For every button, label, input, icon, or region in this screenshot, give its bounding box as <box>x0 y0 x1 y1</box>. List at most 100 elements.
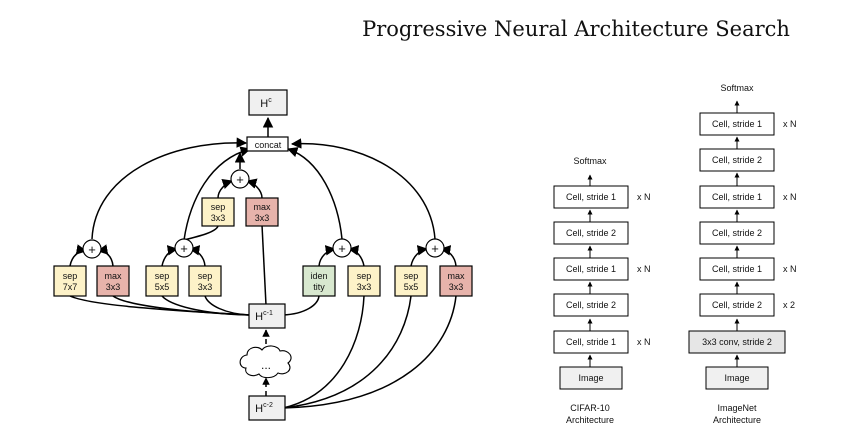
imagenet-cell-2: Cell, stride 2 <box>699 148 775 172</box>
edge-hprev-sep7 <box>69 295 251 316</box>
svg-text:concat: concat <box>255 140 282 150</box>
node-h-prev: Hc-1 <box>248 303 286 329</box>
imagenet-image-input: Image <box>705 366 769 390</box>
plus-node-2: + <box>174 238 194 258</box>
imagenet-conv-stem: 3x3 conv, stride 2 <box>688 330 786 354</box>
edge-hprev2-sep3c <box>282 295 365 409</box>
svg-text:3x3: 3x3 <box>211 213 226 223</box>
imagenet-repeat-3: x N <box>783 192 797 202</box>
imagenet-repeat-5: x N <box>783 264 797 274</box>
cifar-caption-line2: Architecture <box>566 415 614 425</box>
edge-plus2-sep3b <box>183 225 219 241</box>
edge-hprev-sep3a <box>204 295 251 316</box>
edge-hprev-iden <box>282 295 320 316</box>
svg-text:sep: sep <box>404 271 419 281</box>
imagenet-cell-1: Cell, stride 1 x N <box>699 112 797 136</box>
cifar-cell-2: Cell, stride 2 <box>553 221 629 245</box>
cifar-image-input: Image <box>559 366 623 390</box>
cifar-cell-1: Cell, stride 1 x N <box>553 185 651 209</box>
op-max-3x3-a: max 3x3 <box>96 265 130 297</box>
edge-max2-plus3 <box>245 178 263 199</box>
imagenet-cell-5: Cell, stride 1 x N <box>699 257 797 281</box>
svg-text:3x3: 3x3 <box>106 282 121 292</box>
op-sep-3x3-a: sep 3x3 <box>188 265 222 297</box>
plus-node-5: + <box>425 238 445 258</box>
cifar-cell-4: Cell, stride 2 <box>553 293 629 317</box>
figure-title: Progressive Neural Architecture Search <box>362 17 790 41</box>
svg-text:+: + <box>180 241 188 256</box>
svg-text:3x3 conv, stride 2: 3x3 conv, stride 2 <box>702 337 772 347</box>
svg-text:max: max <box>253 202 271 212</box>
op-max-3x3-b: max 3x3 <box>245 197 279 227</box>
svg-text:max: max <box>447 271 465 281</box>
cifar-repeat-3: x N <box>637 264 651 274</box>
cifar-caption-line1: CIFAR-10 <box>570 403 610 413</box>
svg-text:Cell, stride 1: Cell, stride 1 <box>566 264 616 274</box>
edge-sep3c-plus4 <box>347 245 365 267</box>
imagenet-architecture: Softmax Cell, stride 1 x N Cell, stride … <box>688 83 797 425</box>
edge-hprev-sep5a <box>161 295 251 316</box>
node-h-prev2: Hc-2 <box>248 395 286 421</box>
op-identity: iden tity <box>302 265 336 297</box>
svg-text:3x3: 3x3 <box>198 282 213 292</box>
svg-text:Cell, stride 2: Cell, stride 2 <box>712 155 762 165</box>
plus-node-3: + <box>230 169 250 189</box>
svg-text:5x5: 5x5 <box>155 282 170 292</box>
cell-diagram: Hc concat + + + + + s <box>53 89 473 421</box>
svg-text:+: + <box>431 241 439 256</box>
svg-text:Image: Image <box>724 373 749 383</box>
svg-text:Cell, stride 2: Cell, stride 2 <box>712 300 762 310</box>
op-sep-7x7: sep 7x7 <box>53 265 87 297</box>
plus-node-4: + <box>332 238 352 258</box>
node-h-output: Hc <box>248 89 288 116</box>
svg-text:sep: sep <box>155 271 170 281</box>
imagenet-caption-line1: ImageNet <box>717 403 757 413</box>
edge-plus5-concat <box>290 138 436 240</box>
svg-text:3x3: 3x3 <box>357 282 372 292</box>
op-max-3x3-c: max 3x3 <box>439 265 473 297</box>
cifar-repeat-1: x N <box>637 192 651 202</box>
edge-sep5b-plus5 <box>410 245 429 267</box>
svg-text:Hc-2: Hc-2 <box>255 402 273 415</box>
svg-text:7x7: 7x7 <box>63 282 78 292</box>
svg-text:Cell, stride 1: Cell, stride 1 <box>566 337 616 347</box>
svg-text:...: ... <box>261 358 271 372</box>
svg-text:Hc-1: Hc-1 <box>255 310 273 323</box>
svg-text:Hc: Hc <box>260 97 272 110</box>
svg-text:Cell, stride 1: Cell, stride 1 <box>712 119 762 129</box>
edge-sep5a-plus2 <box>161 245 179 267</box>
cloud-ellipsis: ... <box>239 345 292 379</box>
svg-text:iden: iden <box>310 271 327 281</box>
edge-hprev2-sep5b <box>282 295 412 409</box>
edge-hprev-max2 <box>261 224 267 306</box>
imagenet-softmax: Softmax <box>720 83 754 93</box>
cifar-architecture: Softmax Cell, stride 1 x N Cell, stride … <box>553 156 651 425</box>
cifar-repeat-5: x N <box>637 337 651 347</box>
svg-text:Cell, stride 1: Cell, stride 1 <box>712 192 762 202</box>
edge-sep3b-plus3 <box>217 179 233 199</box>
svg-text:max: max <box>104 271 122 281</box>
node-concat: concat <box>246 136 289 152</box>
cifar-cell-3: Cell, stride 1 x N <box>553 257 651 281</box>
svg-text:+: + <box>236 172 244 187</box>
edge-plus4-concat <box>287 147 343 240</box>
imagenet-caption-line2: Architecture <box>713 415 761 425</box>
op-sep-5x5-a: sep 5x5 <box>145 265 179 297</box>
op-sep-3x3-b: sep 3x3 <box>201 197 235 227</box>
plus-node-1: + <box>82 239 102 259</box>
svg-text:sep: sep <box>357 271 372 281</box>
svg-text:sep: sep <box>63 271 78 281</box>
imagenet-repeat-1: x N <box>783 119 797 129</box>
svg-text:Cell, stride 2: Cell, stride 2 <box>566 300 616 310</box>
svg-text:3x3: 3x3 <box>449 282 464 292</box>
imagenet-cell-4: Cell, stride 2 <box>699 221 775 245</box>
edge-plus1-concat <box>91 137 248 240</box>
edge-hprev2-max3 <box>282 295 457 409</box>
svg-text:Cell, stride 2: Cell, stride 2 <box>712 228 762 238</box>
edge-iden-plus4 <box>318 245 337 267</box>
svg-text:+: + <box>338 241 346 256</box>
imagenet-cell-3: Cell, stride 1 x N <box>699 185 797 209</box>
svg-text:+: + <box>88 242 96 257</box>
svg-text:sep: sep <box>198 271 213 281</box>
